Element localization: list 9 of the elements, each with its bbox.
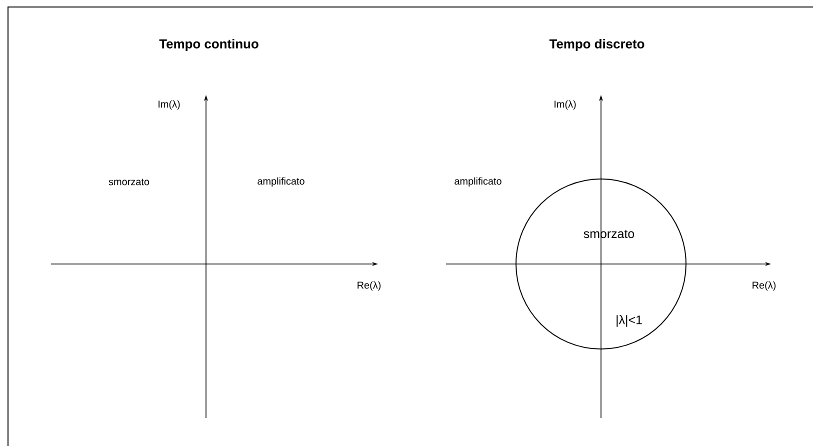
title: Tempo discreto	[549, 38, 644, 52]
axis-label: Im(λ)	[158, 100, 180, 110]
region-label: amplificato	[258, 177, 304, 187]
region-label: amplificato	[454, 177, 502, 187]
axis-label: Re(λ)	[358, 281, 381, 291]
axis-label: Re(λ)	[752, 281, 776, 291]
axis-label: Im(λ)	[554, 100, 576, 110]
region-label: smorzato	[108, 178, 150, 186]
title: Tempo continuo	[159, 38, 258, 52]
